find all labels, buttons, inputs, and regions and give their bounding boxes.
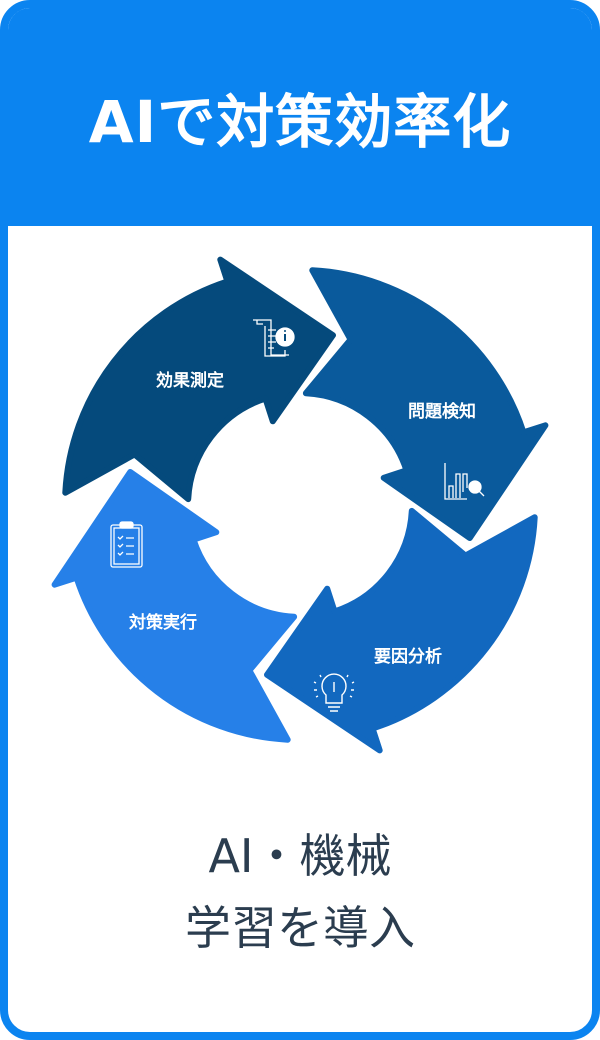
page-title: AIで対策効率化 <box>88 88 512 156</box>
chart-search-icon <box>444 463 485 500</box>
cycle-segment-analyze <box>264 507 538 754</box>
clipboard-checklist-icon <box>110 521 143 568</box>
document-info-icon <box>253 319 295 357</box>
footer-line-1: AI・機械 <box>208 829 392 883</box>
header-banner: AIで対策効率化 <box>8 8 592 226</box>
cycle-segment-execute <box>51 469 298 743</box>
step-label-detect: 問題検知 <box>408 401 476 422</box>
step-label-analyze: 要因分析 <box>374 646 442 667</box>
footer-caption: AI・機械 学習を導入 <box>0 820 600 964</box>
cycle-segment-detect <box>302 267 549 541</box>
lightbulb-icon <box>313 673 355 712</box>
footer-line-2: 学習を導入 <box>185 901 415 955</box>
step-label-measure: 効果測定 <box>156 370 224 391</box>
step-label-execute: 対策実行 <box>128 612 197 633</box>
